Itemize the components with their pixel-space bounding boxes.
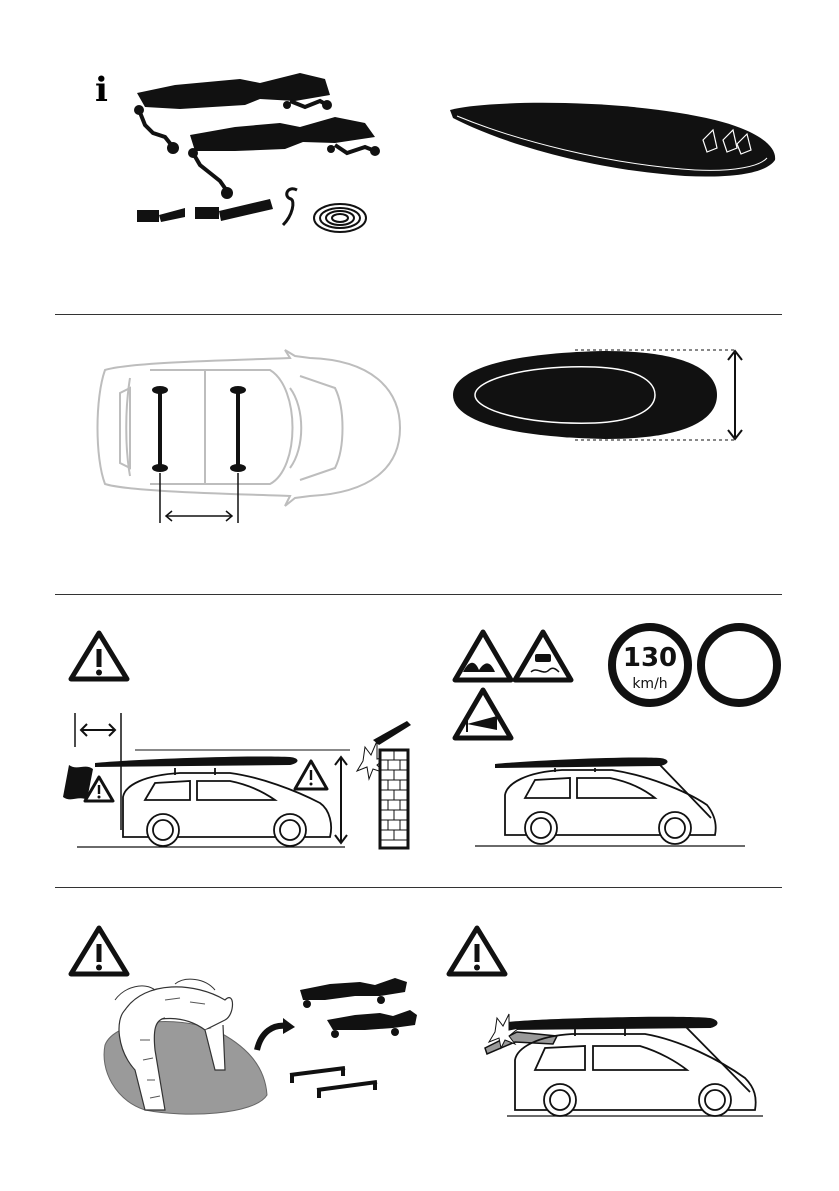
brick-wall — [373, 721, 411, 848]
storage-illustration — [55, 920, 415, 1125]
car-top-panel — [90, 348, 405, 528]
kit-contents-panel: i — [75, 65, 405, 245]
section-divider-2 — [55, 594, 782, 595]
storage-panel — [55, 920, 415, 1125]
bumpy-road-sign-icon — [455, 632, 511, 680]
warning-icon — [449, 928, 505, 974]
car-top-view — [90, 348, 405, 528]
warning-icon — [71, 633, 127, 679]
surfboard-side-icon — [445, 90, 780, 185]
board-panel — [445, 90, 780, 185]
tailgate-illustration — [445, 920, 785, 1125]
section-divider-1 — [55, 314, 782, 315]
roof-pad-lower — [188, 117, 380, 199]
section-divider-3 — [55, 887, 782, 888]
rope-coil-icon — [314, 204, 366, 232]
driving-panel: 130 km/h — [445, 620, 785, 855]
warning-icon — [295, 761, 327, 789]
roof-pad-upper — [300, 978, 407, 1008]
driving-conditions-illustration: 130 km/h — [445, 620, 785, 855]
info-icon: i — [95, 70, 108, 110]
crossbars — [290, 1068, 377, 1098]
blank-round-sign-icon — [701, 627, 777, 703]
clearance-illustration — [55, 625, 420, 855]
kit-contents-illustration: i — [75, 65, 405, 245]
clearance-panel — [55, 625, 420, 855]
warning-icon — [71, 928, 127, 974]
crosswind-sign-icon — [455, 690, 511, 738]
tailgate-panel — [445, 920, 785, 1125]
slippery-road-sign-icon — [515, 632, 571, 680]
bar-spacing-dimension — [160, 473, 238, 523]
board-width-diagram — [445, 345, 750, 445]
roof-pad-lower — [327, 1010, 417, 1038]
speed-limit-value: 130 — [623, 643, 677, 673]
hook-icon — [283, 189, 297, 225]
board-width-panel — [445, 345, 750, 445]
speed-limit-sign-icon: 130 km/h — [612, 627, 688, 703]
speed-limit-unit: km/h — [632, 676, 667, 692]
strap-icon — [137, 199, 273, 222]
